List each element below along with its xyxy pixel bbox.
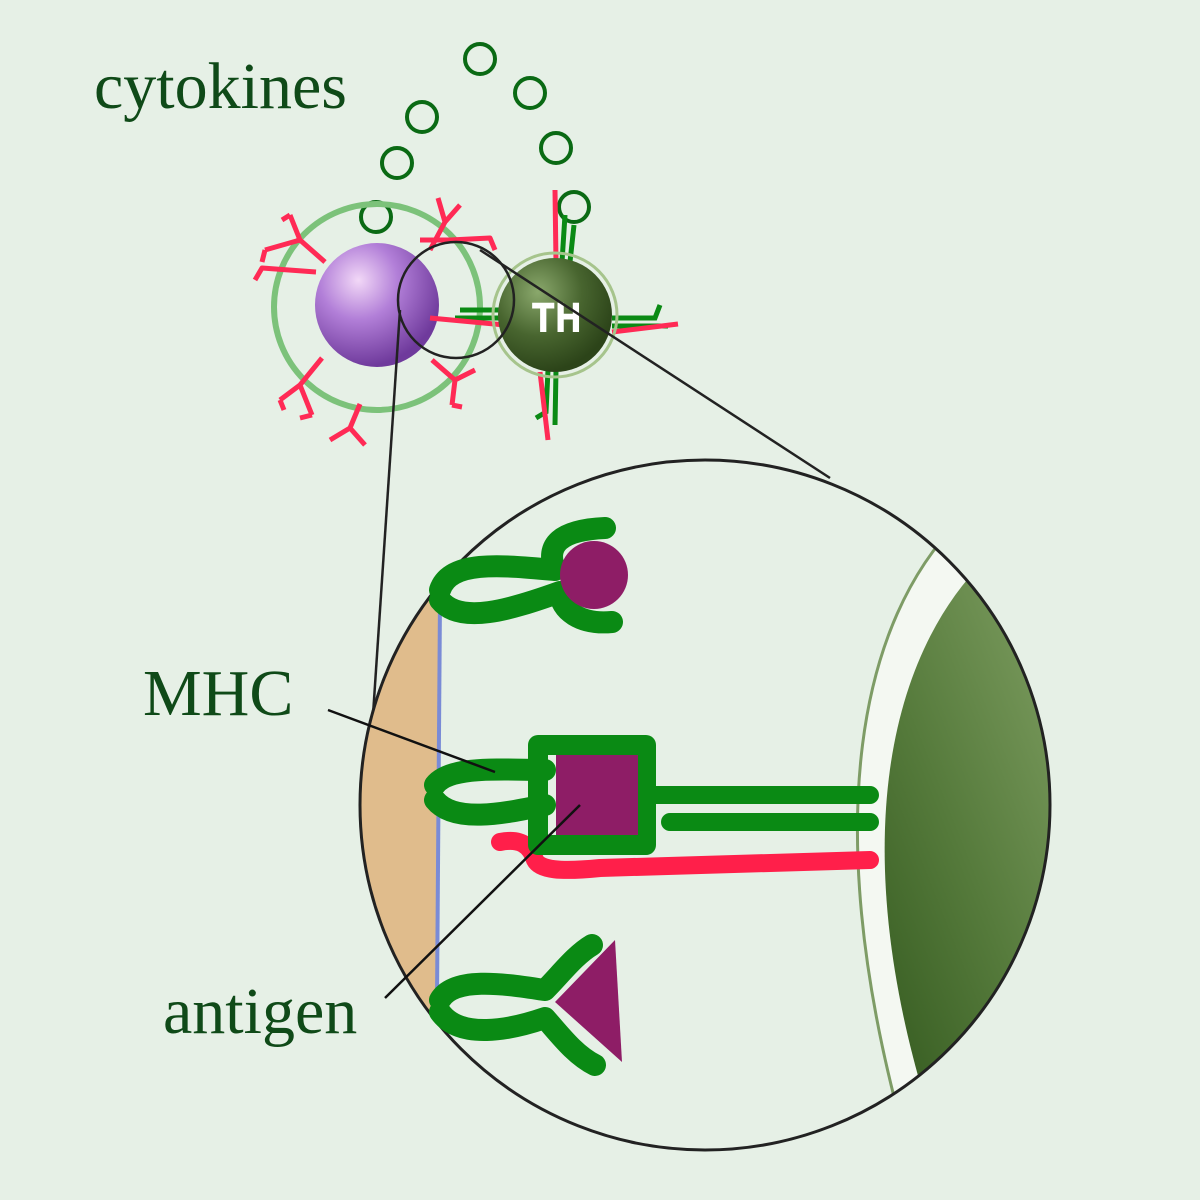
b-cell-halo bbox=[271, 201, 483, 413]
antibody-icon bbox=[259, 212, 327, 264]
antigen-pointer-line bbox=[384, 804, 581, 999]
cytokine-icon bbox=[463, 42, 497, 76]
cytokine-group bbox=[359, 42, 591, 234]
tcr-beta-chain-icon bbox=[491, 832, 879, 879]
cytokine-icon bbox=[513, 76, 547, 110]
antibody-icon bbox=[427, 197, 462, 252]
antibody-icons bbox=[252, 197, 498, 447]
mhc-pointer-line bbox=[327, 708, 496, 774]
tcr-green-icon bbox=[612, 304, 668, 329]
tcr-red-icon bbox=[537, 371, 551, 441]
tcr-binding-frame bbox=[528, 735, 656, 855]
cytokine-icon bbox=[557, 190, 591, 224]
mhc-square-antigen bbox=[424, 735, 879, 879]
mhc-molecule-icon bbox=[429, 934, 606, 1076]
t-cell-group: TH bbox=[429, 189, 679, 441]
round-antigen-icon bbox=[560, 541, 628, 609]
zoom-connector-line bbox=[479, 248, 831, 480]
magnifier-lines bbox=[371, 240, 831, 716]
mhc-round-antigen bbox=[429, 517, 628, 634]
mhc-label: MHC bbox=[143, 657, 293, 730]
square-antigen-icon bbox=[556, 755, 638, 835]
cytokine-icon bbox=[380, 146, 414, 180]
zoomed-synapse-view bbox=[358, 458, 1052, 1152]
tcr-red-icon bbox=[611, 321, 679, 335]
antibody-icon bbox=[430, 358, 477, 410]
t-cell-halo bbox=[491, 251, 619, 379]
zoom-circle-border bbox=[358, 458, 1052, 1152]
mhc-triangle-antigen bbox=[429, 934, 622, 1076]
antibody-icon bbox=[277, 356, 324, 421]
tcr-alpha-chain-icon bbox=[641, 786, 879, 831]
zoom-connector-line bbox=[371, 309, 402, 716]
t-helper-label: TH bbox=[532, 296, 582, 342]
cytokine-icon bbox=[539, 131, 573, 165]
cytokine-icon bbox=[405, 100, 439, 134]
magnifier-lens bbox=[396, 240, 516, 360]
mhc-molecule-icon bbox=[429, 517, 623, 634]
antigen-label: antigen bbox=[163, 975, 357, 1048]
tcr-green-icon bbox=[455, 307, 505, 321]
cytokines-label: cytokines bbox=[94, 50, 347, 123]
b-cell-purple-sphere-icon bbox=[315, 243, 439, 367]
antibody-icon bbox=[252, 265, 317, 282]
triangle-antigen-icon bbox=[555, 940, 622, 1062]
t-cell-dark-green-sphere-icon bbox=[498, 258, 612, 372]
pointer-lines bbox=[327, 708, 581, 999]
antibody-icon bbox=[328, 403, 367, 447]
b-cell-group bbox=[252, 197, 498, 447]
antibody-icon bbox=[420, 235, 498, 251]
tcr-red-icon bbox=[552, 189, 559, 263]
